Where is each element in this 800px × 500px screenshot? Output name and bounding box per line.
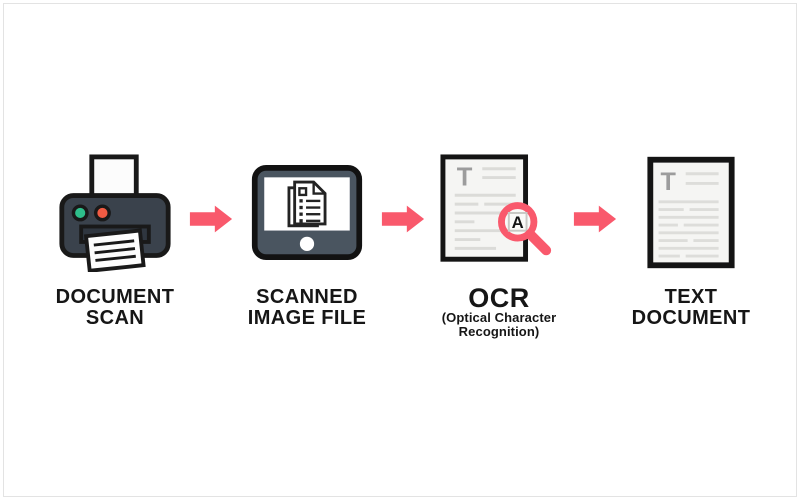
right-arrow-icon (573, 205, 617, 233)
printer-button-green (71, 204, 89, 222)
printer-button-red (93, 204, 111, 222)
printer-icon (59, 154, 171, 272)
right-arrow-icon (381, 205, 425, 233)
magnifier-icon: A (498, 202, 552, 256)
scanned-documents (287, 180, 327, 227)
document-letter-t: T (457, 163, 473, 191)
stage-ocr: T A (426, 150, 572, 338)
document-text-lines (658, 171, 719, 258)
stage-label-document-scan: DOCUMENT SCAN (55, 286, 175, 329)
stage-scanned-image-file: SCANNED IMAGE FILE (234, 150, 380, 329)
stage-label-ocr: OCR (Optical Character Recognition) (442, 285, 557, 338)
ocr-title: OCR (468, 283, 530, 313)
printer-paper-top (89, 154, 139, 202)
ocr-detected-letter-a: A (512, 213, 524, 232)
tablet-document-icon (251, 164, 363, 260)
document-letter-t: T (661, 168, 677, 196)
stage-document-scan: DOCUMENT SCAN (42, 150, 188, 329)
stage-label-text-document: TEXT DOCUMENT (631, 286, 751, 329)
document-magnifier-icon: T A (440, 154, 552, 262)
stage-label-scanned-image-file: SCANNED IMAGE FILE (247, 286, 367, 329)
tablet-home-button (299, 236, 315, 251)
stage-text-document: T TEXT DOCUMENT (618, 150, 764, 329)
printer-output-paper (83, 228, 146, 272)
process-flow: DOCUMENT SCAN (42, 150, 765, 338)
ocr-subtitle: (Optical Character Recognition) (441, 310, 557, 339)
text-document-icon: T (647, 156, 735, 268)
right-arrow-icon (189, 205, 233, 233)
